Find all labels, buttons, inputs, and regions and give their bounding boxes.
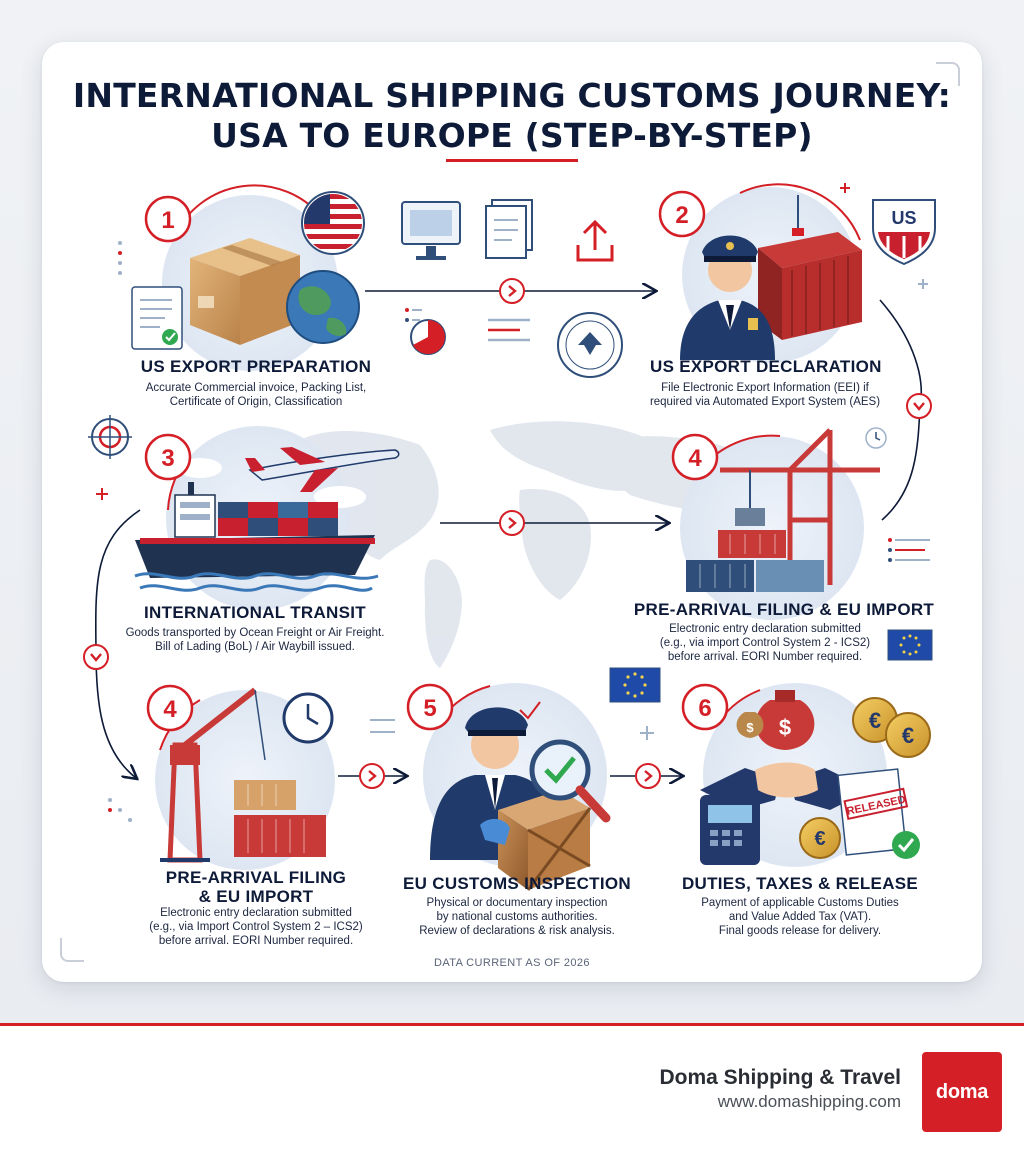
- svg-text:4: 4: [163, 696, 177, 723]
- svg-text:$: $: [746, 720, 754, 735]
- svg-text:€: €: [814, 828, 825, 850]
- cardboard-box-icon: [190, 238, 300, 345]
- clock-icon: [865, 427, 887, 449]
- documents-stack-icon: [485, 199, 533, 259]
- svg-text:2: 2: [675, 202, 688, 229]
- card-terminal-icon: [700, 795, 760, 865]
- logo-text: doma: [935, 1080, 989, 1103]
- data-currency-note: DATA CURRENT AS OF 2026: [434, 957, 590, 969]
- step-5-illustration: 5: [406, 683, 611, 891]
- step-6-title: DUTIES, TAXES & RELEASE: [681, 874, 919, 893]
- svg-text:€: €: [869, 708, 881, 733]
- globe-icon: [286, 270, 360, 344]
- step-2-number-badge: 2: [658, 190, 706, 238]
- step-4b-illustration: 4: [146, 684, 335, 870]
- step-4b-description: Electronic entry declaration submitted(e…: [149, 907, 363, 947]
- svg-text:6: 6: [698, 695, 711, 722]
- title-line-2: USA TO EUROPE (STEP-BY-STEP): [211, 116, 813, 155]
- us-flag-icon: [301, 191, 365, 255]
- step-3-title: INTERNATIONAL TRANSIT: [144, 603, 366, 622]
- cargo-ship-icon: [135, 482, 375, 578]
- svg-text:$: $: [779, 715, 791, 740]
- step-2-illustration: 2: [658, 183, 862, 363]
- upload-tray-icon: [576, 219, 614, 262]
- card-corner-decoration: [60, 938, 84, 962]
- released-document-icon: RELEASED: [837, 768, 920, 859]
- customs-officer-icon: [680, 235, 775, 360]
- journey-illustration: 1: [83, 183, 936, 891]
- step-1-description: Accurate Commercial invoice, Packing Lis…: [145, 382, 367, 408]
- computer-monitor-icon: [401, 201, 461, 260]
- us-shield-icon: US: [872, 199, 936, 266]
- list-lines-icon: [888, 538, 930, 562]
- step-1-illustration: 1: [131, 184, 365, 371]
- step-4-description: Electronic entry declaration submitted(e…: [659, 623, 871, 663]
- step-2-description: File Electronic Export Information (EEI)…: [649, 382, 881, 408]
- card-corner-decoration: [936, 62, 960, 86]
- connector-chevrons: [83, 278, 932, 789]
- svg-text:1: 1: [161, 207, 174, 234]
- title-underline: [446, 159, 578, 162]
- step-1-title: US EXPORT PREPARATION: [140, 357, 372, 376]
- svg-text:3: 3: [161, 445, 174, 472]
- money-bag-icon: $: [755, 690, 815, 750]
- decorative-marks: [96, 183, 928, 822]
- title-line-1: INTERNATIONAL SHIPPING CUSTOMS JOURNEY:: [72, 76, 952, 115]
- step-3-description: Goods transported by Ocean Freight or Ai…: [125, 627, 385, 653]
- step-3-number-badge: 3: [144, 433, 192, 481]
- step-4-port-illustration: 4: [671, 428, 880, 620]
- brand-name: Doma Shipping & Travel: [659, 1066, 901, 1089]
- svg-text:5: 5: [423, 695, 436, 722]
- doma-logo[interactable]: doma: [922, 1052, 1002, 1132]
- svg-text:€: €: [902, 723, 914, 748]
- eu-flag-icon: [887, 629, 933, 661]
- shipping-container-icon: [758, 232, 862, 340]
- step-3-illustration: 3: [134, 426, 400, 610]
- invoice-document-icon: [131, 286, 183, 350]
- target-icon: [88, 415, 132, 459]
- airplane-icon: [245, 447, 400, 492]
- step-1-number-badge: 1: [144, 195, 192, 243]
- text-lines-icon: [488, 318, 530, 342]
- step-6-illustration: $ $ € € €: [681, 683, 931, 867]
- step-4-title: PRE-ARRIVAL FILING & EU IMPORT: [633, 600, 935, 619]
- magnifier-check-icon: [529, 739, 611, 823]
- svg-text:4: 4: [688, 445, 702, 472]
- pie-chart-icon: [405, 308, 446, 355]
- euro-coins-icon: € € €: [799, 697, 931, 859]
- small-money-bag-icon: $: [736, 712, 764, 738]
- customs-seal-icon: [557, 312, 623, 378]
- alarm-clock-icon: [282, 692, 334, 744]
- harbor-crane-icon: [160, 687, 266, 863]
- step-2-title: US EXPORT DECLARATION: [650, 357, 882, 376]
- step-6-number-badge: 6: [681, 683, 729, 731]
- footer-divider: [0, 1023, 1024, 1026]
- brand-url-link[interactable]: www.domashipping.com: [717, 1092, 901, 1111]
- svg-text:US: US: [891, 208, 916, 228]
- step-4b-number-badge: 4: [146, 684, 194, 732]
- ocean-waves: [134, 572, 379, 592]
- step-5-title: EU CUSTOMS INSPECTION: [403, 874, 631, 893]
- step-5-number-badge: 5: [406, 683, 454, 731]
- step-4-number-badge: 4: [671, 433, 719, 481]
- wooden-crate-icon: [498, 790, 592, 891]
- eu-flag-icon: [609, 667, 661, 703]
- step-4b-title: PRE-ARRIVAL FILING& EU IMPORT: [165, 868, 347, 906]
